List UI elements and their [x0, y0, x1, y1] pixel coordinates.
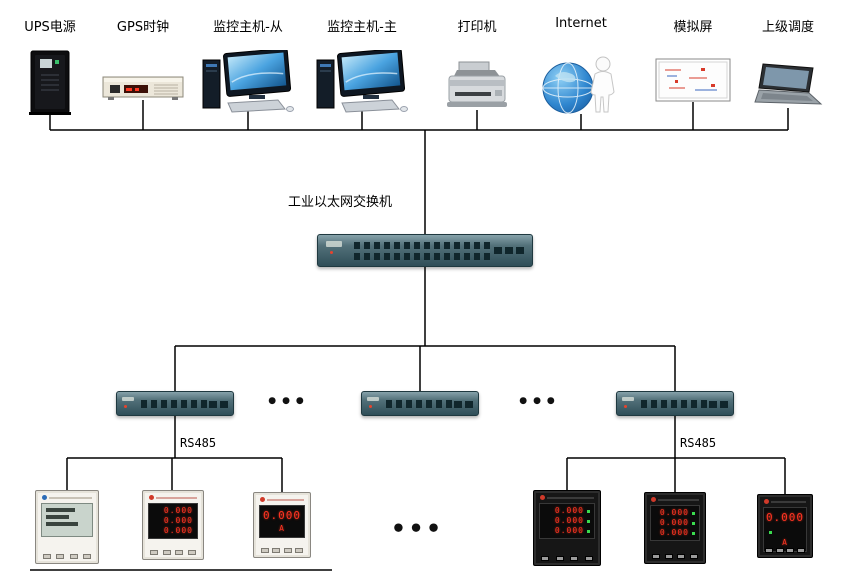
meter-reading: 0.000: [555, 506, 590, 515]
meter-reading: 0.000: [163, 516, 193, 526]
power-meter-ammeter-dark: 0.000 A: [757, 494, 813, 558]
printer-icon: [443, 60, 511, 116]
meter-brand-strip: [149, 495, 197, 500]
meter-brand-strip: [651, 497, 699, 502]
meter-led-display: 0.000 A: [259, 505, 305, 538]
meter-reading: 0.000: [660, 518, 695, 527]
meter-brand-strip: [260, 497, 304, 502]
meter-reading: 0.000: [660, 508, 695, 517]
device-label-monitor-master: 监控主机-主: [327, 20, 397, 35]
device-label-printer: 打印机: [457, 20, 497, 35]
meter-reading: 0.000: [660, 528, 695, 537]
device-label-internet: Internet: [555, 16, 607, 31]
meter-reading: 0.000: [163, 526, 193, 536]
device-label-mimic-screen: 模拟屏: [673, 20, 713, 35]
field-switch-icon-1: [116, 391, 234, 416]
meter-buttons: [261, 548, 303, 553]
meter-buttons: [150, 550, 196, 555]
meter-reading: 0.000: [766, 511, 804, 537]
meter-brand-strip: [42, 495, 92, 500]
device-label-gps-clock: GPS时钟: [116, 20, 170, 35]
field-switch-icon-3: [616, 391, 734, 416]
meter-reading: 0.000: [555, 526, 590, 535]
workstation-slave-icon: [202, 47, 294, 118]
meter-reading: 0.000: [555, 516, 590, 525]
power-meter-led-dark-2: 0.000 0.000 0.000: [644, 492, 706, 564]
power-meter-led-dark-1: 0.000 0.000 0.000: [533, 490, 601, 566]
power-meter-led-light: 0.000 0.000 0.000: [142, 490, 204, 560]
meter-brand-strip: [764, 499, 806, 504]
main-switch-icon: [317, 234, 533, 267]
workstation-master-icon: [316, 47, 408, 118]
meter-led-display: 0.000 A: [763, 507, 807, 553]
power-meter-lcd: [35, 490, 99, 564]
ups-icon: [28, 50, 72, 120]
meter-buttons: [43, 554, 91, 559]
meter-buttons: [652, 554, 698, 559]
power-meter-ammeter-light: 0.000 A: [253, 492, 311, 558]
meter-led-display: 0.000 0.000 0.000: [539, 503, 595, 539]
main-switch-label: 工业以太网交换机: [288, 195, 393, 210]
ellipsis-right: ●●●: [519, 396, 561, 406]
ellipsis-left: ●●●: [268, 396, 310, 406]
rs485-label-right: RS485: [680, 436, 717, 450]
laptop-icon: [747, 62, 829, 116]
meter-unit: A: [279, 523, 285, 533]
meter-reading: 0.000: [163, 506, 193, 515]
device-label-monitor-slave: 监控主机-从: [213, 20, 283, 35]
meter-reading: 0.000: [262, 509, 302, 522]
gps-clock-icon: [102, 74, 184, 105]
meter-buttons: [765, 548, 805, 553]
meter-brand-strip: [540, 495, 594, 500]
rs485-label-left: RS485: [180, 436, 217, 450]
meter-lcd-display: [41, 503, 93, 537]
meter-led-display: 0.000 0.000 0.000: [148, 503, 198, 539]
meter-buttons: [541, 556, 593, 561]
device-label-ups: UPS电源: [24, 20, 76, 35]
internet-globe-icon: [541, 52, 621, 120]
meter-led-display: 0.000 0.000 0.000: [650, 505, 700, 541]
device-label-dispatch: 上级调度: [761, 20, 815, 35]
mimic-screen-icon: [655, 58, 731, 108]
ellipsis-bottom: ●●●: [393, 520, 447, 534]
field-switch-icon-2: [361, 391, 479, 416]
meter-unit: A: [782, 538, 788, 548]
